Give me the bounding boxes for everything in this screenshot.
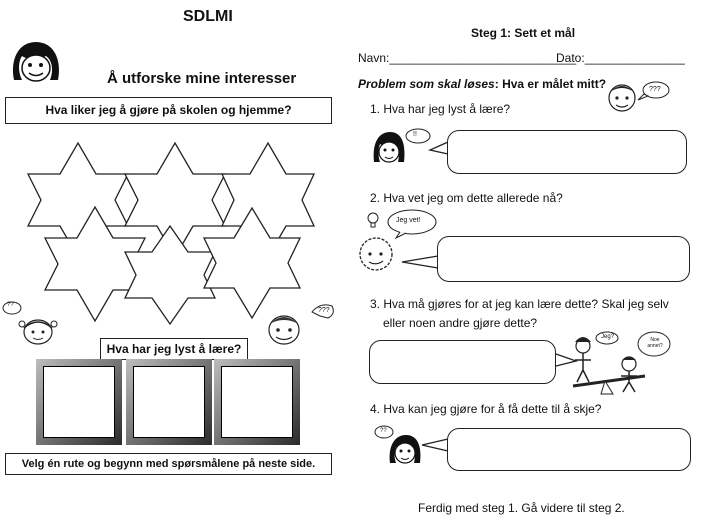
question-box: Hva liker jeg å gjøre på skolen og hjemm… bbox=[5, 97, 332, 124]
answer-pointer-1 bbox=[427, 141, 449, 155]
date-label: Dato:_______________ bbox=[556, 51, 685, 65]
question-1: 1. Hva har jeg lyst å lære? bbox=[370, 102, 511, 116]
girl-face-icon bbox=[12, 42, 60, 82]
name-label-text: Navn: bbox=[358, 51, 390, 65]
boy-face-icon bbox=[268, 304, 334, 345]
girl-wondering-icon bbox=[374, 425, 421, 464]
question-box-text: Hva liker jeg å gjøre på skolen og hjemm… bbox=[45, 103, 292, 117]
answer-bubble-4[interactable] bbox=[447, 428, 691, 471]
footer-text: Velg én rute og begynn med spørsmålene p… bbox=[21, 458, 316, 470]
question-2: 2. Hva vet jeg om dette allerede nå? bbox=[370, 191, 563, 205]
lightbulb-icon bbox=[367, 212, 379, 228]
q4-bubble-text: ?? bbox=[380, 428, 387, 434]
star-shape-4[interactable] bbox=[43, 205, 147, 323]
question-3-line-2: eller noen andre gjøre dette? bbox=[383, 316, 538, 330]
problem-italic: Problem som skal løses bbox=[358, 77, 495, 91]
girl-thinking-icon bbox=[373, 128, 431, 163]
q3-bubble-text-b: Noe annet? bbox=[647, 337, 663, 349]
question-3-line-1: 3. Hva må gjøres for at jeg kan lære det… bbox=[370, 297, 669, 311]
boy-bubble-text: ??? bbox=[318, 307, 330, 314]
knowing-bubble bbox=[387, 209, 437, 240]
seesaw-kids-icon bbox=[572, 331, 671, 395]
choice-frame-3[interactable] bbox=[214, 359, 300, 445]
problem-line: Problem som skal løses: Hva er målet mit… bbox=[358, 77, 606, 91]
choice-frame-2[interactable] bbox=[126, 359, 212, 445]
learn-label-text: Hva har jeg lyst å lære? bbox=[106, 342, 242, 356]
date-label-text: Dato: bbox=[556, 51, 585, 65]
answer-pointer-4 bbox=[421, 438, 449, 452]
answer-bubble-2[interactable] bbox=[437, 236, 690, 282]
curly-boy-icon bbox=[359, 237, 393, 271]
q2-bubble-text: Jeg vet! bbox=[396, 217, 421, 224]
small-girl-bubble-text: ?? bbox=[7, 302, 14, 308]
name-label: Navn:____________________________ bbox=[358, 51, 576, 65]
small-girl-icon bbox=[2, 301, 58, 345]
right-footer: Ferdig med steg 1. Gå videre til steg 2. bbox=[418, 501, 625, 515]
header-sdlmi: SDLMI bbox=[183, 8, 233, 25]
page-title: Å utforske mine interesser bbox=[107, 70, 297, 87]
q3-bubble-text-a: Jeg? bbox=[601, 334, 615, 340]
answer-bubble-1[interactable] bbox=[447, 130, 687, 174]
date-field[interactable]: _______________ bbox=[584, 51, 685, 65]
star-shape-6[interactable] bbox=[202, 206, 302, 320]
boy-question-icon bbox=[608, 81, 670, 112]
problem-bubble-text: ??? bbox=[649, 86, 661, 93]
answer-pointer-2 bbox=[401, 255, 439, 269]
footer-box: Velg én rute og begynn med spørsmålene p… bbox=[5, 453, 332, 475]
question-4: 4. Hva kan jeg gjøre for å få dette til … bbox=[370, 402, 602, 416]
choice-frame-1[interactable] bbox=[36, 359, 122, 445]
q1-bubble-text: !! bbox=[413, 131, 417, 138]
answer-bubble-3[interactable] bbox=[369, 340, 556, 384]
problem-rest: : Hva er målet mitt? bbox=[494, 77, 607, 91]
step-title: Steg 1: Sett et mål bbox=[471, 26, 576, 40]
name-field[interactable]: ____________________________ bbox=[389, 51, 577, 65]
learn-label-box: Hva har jeg lyst å lære? bbox=[100, 338, 248, 360]
answer-pointer-3 bbox=[555, 353, 579, 367]
